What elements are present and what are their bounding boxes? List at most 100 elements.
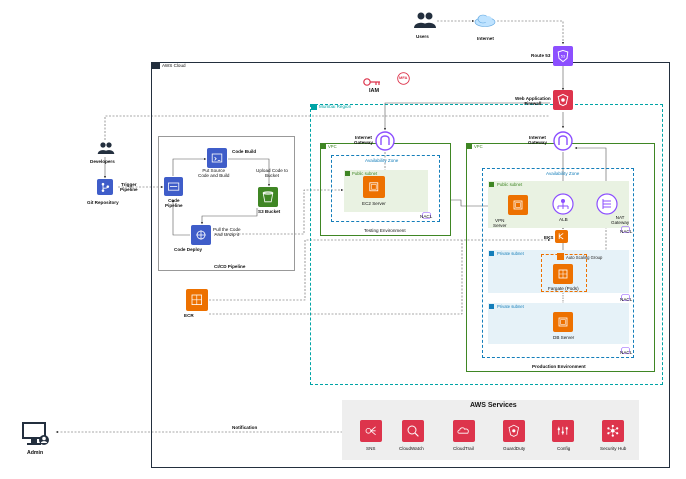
nacl-prod-public-icon — [621, 220, 630, 233]
auto-scaling-group-boundary — [541, 254, 587, 292]
cloudwatch-label: CloudWatch — [399, 446, 424, 451]
config-label: Config — [557, 446, 571, 451]
nat-gateway-text: NAT Gateway — [611, 215, 630, 226]
guardduty-label: GuardDuty — [503, 446, 526, 451]
route53-label: Route 53 — [531, 53, 551, 58]
aws-cloud-badge — [151, 62, 160, 69]
code-pipeline-icon — [164, 177, 183, 196]
mfa-label: MFA — [399, 75, 408, 80]
private-subnet-2-label: Private subnet — [497, 304, 524, 309]
vpc-icon — [320, 143, 326, 149]
security-hub-label: Security Hub — [600, 446, 627, 451]
code-build-label: Code Build — [232, 149, 257, 154]
notification-label: Notification — [232, 425, 258, 430]
mumbai-region-boundary — [310, 104, 663, 385]
prod-subnet-lock-icon — [489, 182, 494, 187]
ec2-server-icon — [363, 176, 385, 198]
iam-label: IAM — [369, 88, 380, 94]
db-server-label: DB Server — [553, 335, 575, 340]
guardduty-icon — [503, 420, 525, 442]
auto-scaling-icon — [557, 253, 564, 260]
git-repository-icon — [97, 179, 113, 195]
mumbai-region-label: Mumbai Region — [319, 104, 352, 109]
nacl-private-2-icon — [621, 341, 630, 354]
prod-az-label: Availability Zone — [546, 171, 580, 176]
internet-label: Internet — [477, 36, 494, 41]
nacl-prod-public-label: NACL — [620, 229, 633, 234]
code-pipeline-text: Code Pipeline — [165, 198, 183, 209]
pull-code-text: Pull the Code And Unzip it — [213, 227, 241, 238]
eks-icon — [555, 230, 568, 243]
cloudwatch-icon — [402, 420, 424, 442]
route53-icon: 53 — [553, 46, 573, 66]
git-repository-label: Git Repository — [87, 200, 119, 205]
internet-gateway-prod-icon — [553, 131, 573, 151]
code-deploy-icon — [191, 225, 211, 245]
iam-key-icon — [363, 74, 381, 86]
aws-services-panel — [342, 400, 639, 460]
mfa-icon — [397, 72, 410, 85]
internet-gateway-prod-text: Internet Gateway — [528, 135, 547, 146]
testing-public-subnet — [344, 170, 428, 212]
upload-code-text: Upload Code to Bucket — [256, 168, 288, 179]
developers-icon — [97, 141, 115, 155]
vpn-server-label: VPN Server — [493, 218, 507, 229]
testing-public-subnet-label: Public subnet — [352, 171, 378, 176]
region-flag-icon — [311, 104, 317, 110]
production-environment-label: Production Environment — [532, 364, 586, 369]
waf-icon — [553, 90, 573, 110]
prod-public-subnet-label: Public subnet — [497, 182, 523, 187]
fargate-icon — [553, 264, 573, 284]
svg-text:53: 53 — [561, 54, 566, 59]
waf-label-text: Web Application Firewall — [515, 96, 551, 107]
admin-label: Admin — [27, 450, 44, 456]
nat-gateway-label: NAT Gateway — [611, 215, 629, 226]
s3-bucket-label: S3 Bucket — [258, 209, 281, 214]
trigger-pipeline-text: Trigger Pipeline — [120, 182, 138, 193]
private-subnet-1-icon — [489, 251, 494, 256]
cicd-pipeline-boundary — [158, 136, 295, 271]
testing-vpc-label: VPC — [328, 144, 337, 149]
internet-cloud-icon — [474, 13, 496, 27]
users-icon — [413, 11, 437, 29]
fargate-label: Fargate (Pods) — [548, 286, 579, 291]
code-pipeline-label: Code Pipeline — [165, 198, 183, 209]
internet-gateway-testing-text: Internet Gateway — [354, 135, 373, 146]
internet-gateway-testing-label: Internet Gateway — [354, 135, 373, 146]
sns-label: SNS — [366, 446, 376, 451]
developers-label: Developers — [90, 159, 115, 164]
vpn-server-icon — [508, 195, 528, 215]
aws-services-title: AWS Services — [470, 402, 517, 409]
prod-az-boundary — [482, 168, 634, 358]
nacl-private-2-label: NACL — [620, 350, 633, 355]
cicd-pipeline-label: CI/CD Pipeline — [214, 264, 246, 269]
security-hub-icon — [602, 420, 624, 442]
prod-vpc-label: VPC — [474, 144, 483, 149]
db-server-icon — [553, 312, 573, 332]
put-source-text: Put Source Code and Build — [198, 168, 230, 179]
prod-vpc-icon — [466, 143, 472, 149]
testing-az-boundary — [331, 155, 440, 222]
internet-gateway-prod-label: Internet Gateway — [528, 135, 547, 146]
private-subnet-2-icon — [489, 304, 494, 309]
subnet-lock-icon — [345, 171, 350, 176]
aws-cloud-label: AWS Cloud — [162, 63, 186, 68]
internet-gateway-testing-icon — [375, 131, 395, 151]
s3-bucket-icon — [258, 187, 278, 207]
cloudtrail-icon — [453, 420, 475, 442]
testing-environment-label: Testing Environment — [364, 228, 406, 233]
ecr-icon — [186, 289, 208, 311]
users-label: Users — [416, 34, 429, 39]
nacl-private-1-label: NACL — [620, 297, 633, 302]
config-icon — [552, 420, 574, 442]
testing-az-label: Availability Zone — [365, 158, 399, 163]
trigger-pipeline-label: Trigger Pipeline — [120, 182, 138, 193]
private-subnet-1-label: Private subnet — [497, 251, 524, 256]
code-deploy-label: Code Deploy — [174, 247, 203, 252]
nat-gateway-icon — [596, 193, 618, 215]
waf-label: Web Application Firewall — [515, 96, 551, 107]
ec2-server-label: EC2 Server — [362, 201, 386, 206]
vpn-server-text: VPN Server — [493, 218, 507, 229]
aws-cloud-boundary — [151, 62, 670, 468]
